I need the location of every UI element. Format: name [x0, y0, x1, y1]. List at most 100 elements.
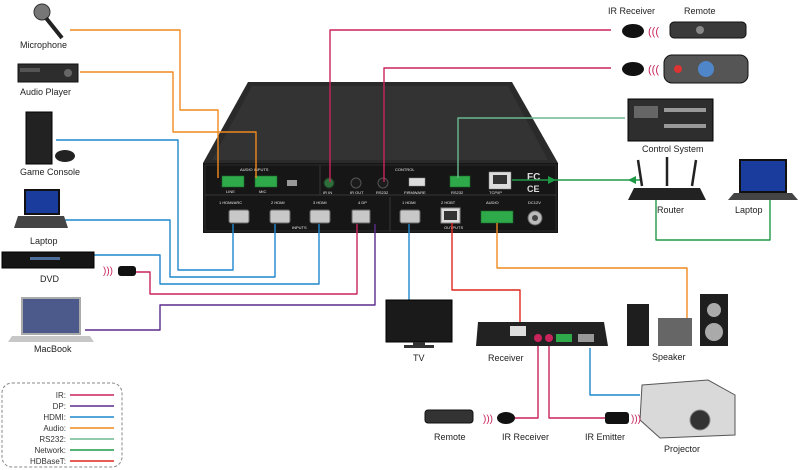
- hdmi-arc-label: 1 HDMI/ARC: [219, 200, 242, 205]
- legend-label: Audio:: [43, 424, 66, 433]
- cable-ir-in: [329, 29, 611, 182]
- audio-out-terminal: [480, 210, 514, 224]
- dvd-ir-sensor-icon: [118, 266, 136, 276]
- hdmi1-port: [228, 209, 250, 224]
- firmware-port: [408, 177, 426, 187]
- rs232-panel-label: RS232: [376, 190, 389, 195]
- rs232-ctrl-label: RS232: [451, 190, 464, 195]
- cable-macbook-dp: [85, 224, 376, 331]
- macbook-icon: [8, 297, 94, 342]
- router-label: Router: [657, 205, 684, 215]
- remote-top-1-icon: [669, 21, 747, 39]
- game-console-label: Game Console: [20, 167, 80, 177]
- hdmi2-port: [269, 209, 291, 224]
- ir-out-label: IR OUT: [350, 190, 364, 195]
- control-system-icon: [627, 98, 714, 142]
- dp-port-label: 4 DP: [358, 200, 367, 205]
- ir-receiver-top-1-icon: [622, 24, 644, 38]
- remote-top-label: Remote: [684, 6, 716, 16]
- legend-label: Network:: [34, 446, 66, 455]
- ir-receiver-bottom-icon: [497, 412, 515, 424]
- cable-projector-hdmi: [589, 348, 640, 396]
- dvd-ir-waves-icon: ))): [103, 266, 113, 277]
- hdmi3-port: [309, 209, 331, 224]
- speaker-label: Speaker: [652, 352, 686, 362]
- rs232-terminal: [449, 175, 471, 188]
- line-label: LINE: [226, 189, 235, 194]
- ir-waves-top-2-icon: (((: [648, 64, 659, 76]
- tv-label: TV: [413, 353, 425, 363]
- laptop-right-label: Laptop: [735, 205, 763, 215]
- legend-label: DP:: [53, 402, 66, 411]
- cable-laptop-net: [655, 200, 771, 241]
- ce-mark: CE: [527, 184, 540, 194]
- remote-bottom-label: Remote: [434, 432, 466, 442]
- dip-switch: [287, 180, 297, 186]
- legend-label: IR:: [56, 391, 66, 400]
- dp-port: [351, 209, 371, 224]
- dc-jack-center: [532, 215, 538, 221]
- ir-emitter-icon: [605, 412, 629, 424]
- inputs-label: INPUTS: [292, 225, 307, 230]
- cable-receiver-ir: [510, 345, 539, 419]
- firmware-label: FIRMWARE: [404, 190, 426, 195]
- dvd-label: DVD: [40, 274, 60, 284]
- tv-icon: [385, 299, 453, 348]
- ir-out-jack: [350, 177, 362, 189]
- cable-laptop-hdmi: [60, 219, 276, 278]
- ir-receiver-top-label: IR Receiver: [608, 6, 655, 16]
- ir-waves-top-1-icon: (((: [648, 26, 659, 38]
- receiver-icon: [476, 322, 608, 346]
- rs232-jack: [377, 177, 389, 189]
- mic-terminal: [254, 175, 278, 188]
- hdbt-socket: [444, 211, 457, 220]
- control-label: CONTROL: [395, 167, 415, 172]
- mic-label: MIC: [259, 189, 266, 194]
- legend-label: RS232:: [39, 435, 66, 444]
- remote-bottom-icon: [424, 409, 474, 424]
- legend-label: HDBaseT:: [30, 457, 66, 466]
- hdmi3-label: 3 HDMI: [313, 200, 327, 205]
- line-terminal: [221, 175, 245, 188]
- laptop-left-icon: [14, 189, 68, 228]
- legend: IR: DP: HDMI: Audio: RS232: Network: HDBaseT:: [30, 391, 114, 466]
- cable-dvd-ir: [128, 224, 358, 295]
- outputs-label: OUTPUTS: [444, 225, 463, 230]
- projector-icon: [639, 379, 736, 439]
- ir-waves-bottom-icon: ))): [483, 414, 493, 425]
- fc-mark: FC: [527, 172, 540, 183]
- audio-player-label: Audio Player: [20, 87, 71, 97]
- legend-box: [1, 382, 123, 468]
- cable-mic-audio: [70, 29, 219, 178]
- dc-label: DC12V: [528, 200, 541, 205]
- legend-label: HDMI:: [43, 413, 66, 422]
- audio-player-icon: [17, 63, 79, 83]
- net-arrow-right: [628, 176, 636, 184]
- dvd-icon: [1, 251, 95, 269]
- macbook-label: MacBook: [34, 344, 72, 354]
- cable-rs232: [457, 117, 625, 178]
- out-hdmi-label: 1 HDMI: [402, 200, 416, 205]
- ir-receiver-top-2-icon: [622, 62, 644, 76]
- router-icon: [628, 157, 706, 200]
- speaker-icon: [627, 294, 728, 346]
- cable-speaker-audio: [496, 223, 688, 318]
- ir-in-jack: [323, 177, 335, 189]
- out-hdmi-port: [399, 209, 421, 224]
- audio-out-label: AUDIO: [486, 200, 499, 205]
- ir-emitter-label: IR Emitter: [585, 432, 625, 442]
- receiver-label: Receiver: [488, 353, 524, 363]
- cable-player-audio: [80, 71, 257, 178]
- tcp-ip-label: TCP/IP: [489, 190, 502, 195]
- cable-rs232-ir: [383, 67, 611, 182]
- game-console-icon: [25, 111, 75, 165]
- cable-console-hdmi: [56, 139, 234, 271]
- laptop-right-icon: [728, 159, 798, 200]
- net-arrow-left: [548, 176, 556, 184]
- cable-emitter-ir: [548, 345, 608, 419]
- ir-emitter-waves-icon: ))): [631, 414, 641, 425]
- projector-label: Projector: [664, 444, 700, 454]
- panel-connectors: [221, 171, 543, 226]
- ir-in-label: IR IN: [323, 190, 332, 195]
